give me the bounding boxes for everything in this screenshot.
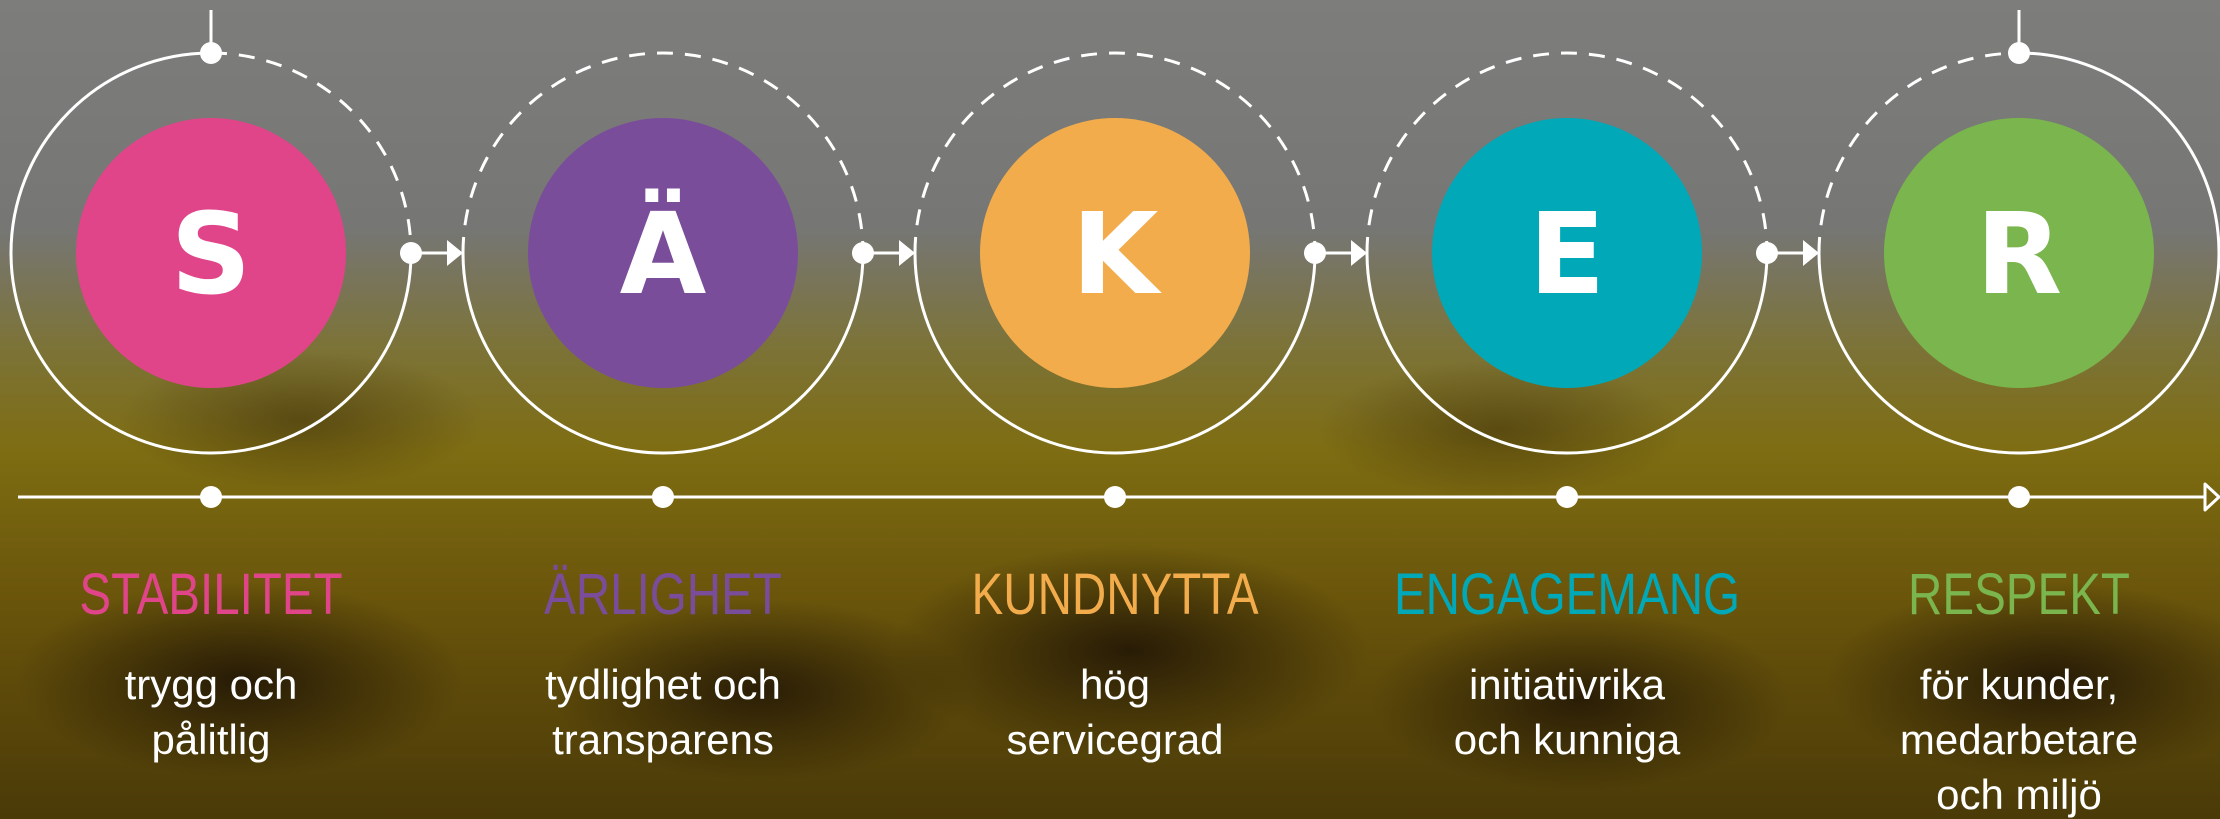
value-nodes: S STABILITET trygg och pålitlig Ä ÄRLIGHET tyd… — [9, 10, 2220, 818]
ring-solid — [913, 252, 1317, 455]
value-title: ÄRLIGHET — [544, 563, 782, 628]
ring-solid — [461, 252, 865, 455]
value-node-1: S STABILITET trygg och pålitlig — [9, 10, 413, 763]
ring-solid — [1365, 252, 1769, 455]
letter-label: Ä — [620, 188, 707, 320]
letter-label: S — [171, 190, 252, 320]
value-description-line: tydlighet och — [545, 661, 781, 708]
value-title: RESPEKT — [1908, 563, 2130, 628]
value-title: STABILITET — [79, 563, 342, 628]
letter-label: R — [1976, 190, 2062, 320]
ring-dashed — [913, 51, 1317, 254]
connector-arrow-head — [447, 240, 463, 266]
timeline-dot — [652, 486, 674, 508]
value-description-line: för kunder, — [1920, 661, 2118, 708]
value-description-line: trygg och — [125, 661, 298, 708]
connector-arrow-head — [1351, 240, 1367, 266]
value-description-line: initiativrika — [1469, 661, 1666, 708]
timeline-dot — [2008, 486, 2030, 508]
value-description-line: och kunniga — [1454, 716, 1681, 763]
value-title: KUNDNYTTA — [972, 563, 1260, 628]
value-description-line: transparens — [552, 716, 774, 763]
value-description-line: hög — [1080, 661, 1150, 708]
top-dot — [2008, 42, 2030, 64]
value-node-5: R RESPEKT för kunder, medarbetare och miljö — [1817, 10, 2220, 818]
letter-circle — [528, 118, 798, 388]
connector-arrow-head — [1803, 240, 1819, 266]
ring-dashed — [461, 51, 865, 254]
ring-solid — [1817, 51, 2220, 455]
letter-circle — [980, 118, 1250, 388]
ring-dashed — [1365, 51, 1769, 254]
value-description-line: pålitlig — [151, 716, 270, 763]
value-node-3: K KUNDNYTTA hög servicegrad — [913, 51, 1317, 763]
letter-circle — [1884, 118, 2154, 388]
timeline-arrow-head — [2203, 482, 2220, 512]
connector-arrow-head — [899, 240, 915, 266]
letter-label: E — [1529, 190, 1606, 320]
value-title: ENGAGEMANG — [1394, 563, 1740, 628]
value-description-line: servicegrad — [1006, 716, 1223, 763]
top-dot — [200, 42, 222, 64]
value-description-line: medarbetare — [1900, 716, 2138, 763]
letter-label: K — [1072, 190, 1163, 320]
timeline-dot — [1556, 486, 1578, 508]
letter-circle — [1432, 118, 1702, 388]
letter-circle — [76, 118, 346, 388]
timeline-dot — [200, 486, 222, 508]
ring-solid — [9, 51, 413, 455]
timeline-dot — [1104, 486, 1126, 508]
value-node-2: Ä ÄRLIGHET tydlighet och transparens — [461, 51, 865, 763]
value-node-4: E ENGAGEMANG initiativrika och kunniga — [1365, 51, 1769, 763]
value-description-line: och miljö — [1936, 771, 2102, 818]
timeline — [18, 482, 2220, 512]
